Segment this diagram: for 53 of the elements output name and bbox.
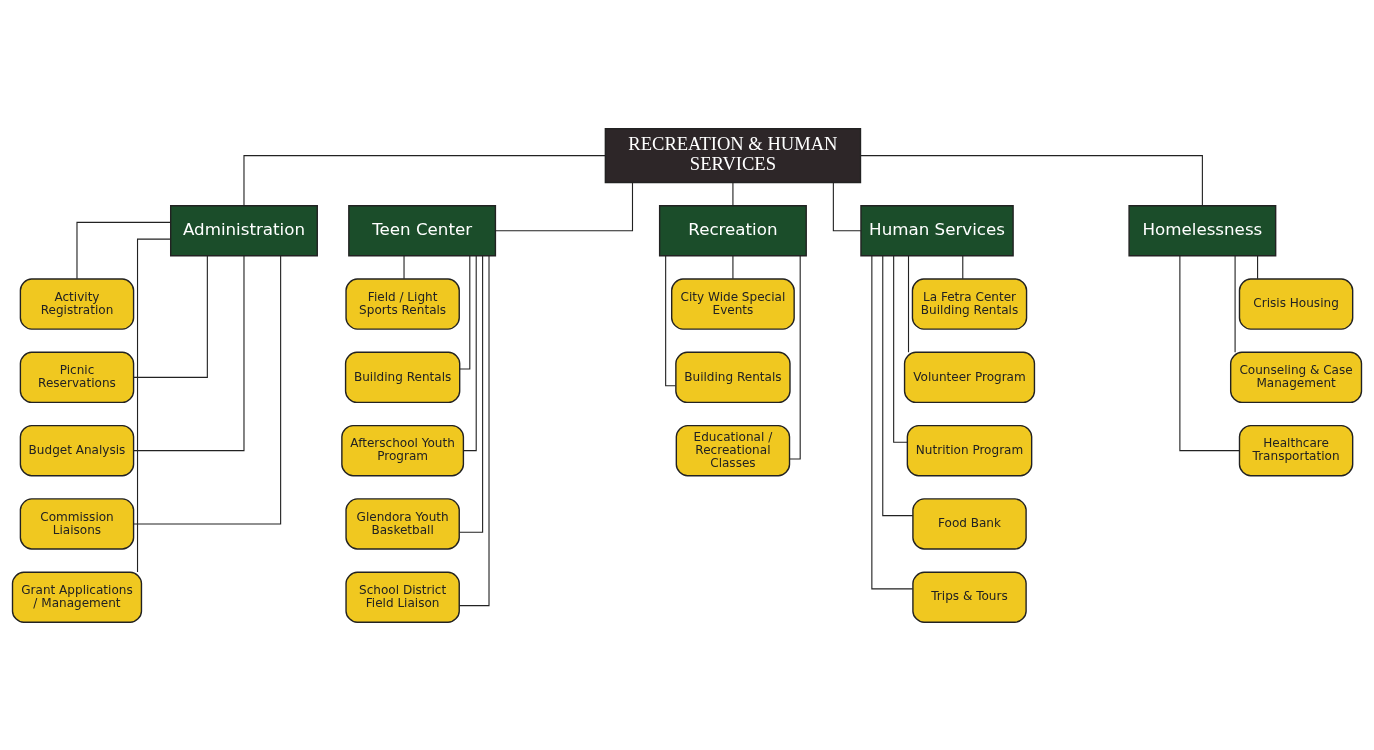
connector (732, 181, 734, 206)
connector (76, 221, 172, 279)
connector (893, 254, 908, 443)
node-box: Picnic Reservations (19, 351, 135, 403)
connector (136, 238, 172, 573)
node-box: Building Rentals (344, 351, 461, 403)
connector (1179, 254, 1240, 451)
node-box: La Fetra Center Building Rentals (911, 277, 1028, 330)
connector (243, 154, 606, 206)
connector (1257, 254, 1259, 279)
node-box: Budget Analysis (19, 424, 135, 476)
node-box: Food Bank (912, 497, 1027, 550)
node-box: Activity Registration (19, 277, 135, 330)
connector (133, 254, 208, 378)
node-box: Field / Light Sports Rentals (345, 277, 460, 330)
node-box: Grant Applications / Management (11, 571, 143, 623)
node-box: School District Field Liaison (345, 571, 460, 623)
connector (860, 154, 1203, 206)
connector (962, 254, 964, 279)
node-box: Trips & Tours (912, 571, 1027, 623)
connector (871, 254, 914, 589)
node-box: Homelessness (1128, 204, 1277, 256)
node-box: Nutrition Program (906, 424, 1033, 476)
node-box: Glendora Youth Basketball (345, 497, 460, 550)
connector (882, 255, 914, 516)
connector (665, 254, 677, 386)
node-box: RECREATION & HUMAN SERVICES (604, 127, 862, 183)
connector (789, 255, 801, 460)
node-box: Educational / Recreational Classes (675, 424, 791, 476)
node-box: Volunteer Program (903, 351, 1036, 403)
connector (463, 254, 477, 451)
node-box: City Wide Special Events (671, 277, 795, 330)
connector (133, 254, 282, 524)
connector (459, 255, 471, 370)
node-box: Building Rentals (675, 351, 791, 403)
connector (907, 254, 910, 353)
node-box: Human Services (860, 204, 1014, 256)
connector (495, 181, 634, 231)
connector (832, 181, 862, 231)
connector (403, 254, 405, 279)
connector (732, 254, 734, 279)
connector (458, 254, 490, 606)
node-box: Teen Center (348, 204, 497, 256)
node-box: Healthcare Transportation (1238, 424, 1354, 476)
node-box: Commission Liaisons (19, 497, 135, 550)
connector (133, 254, 245, 451)
node-box: Counseling & Case Management (1230, 351, 1363, 403)
node-box: Recreation (658, 204, 807, 256)
node-box: Crisis Housing (1238, 277, 1354, 330)
node-box: Afterschool Youth Program (341, 424, 465, 476)
connector (458, 254, 484, 533)
node-box: Administration (170, 204, 318, 256)
connector (1234, 254, 1236, 353)
